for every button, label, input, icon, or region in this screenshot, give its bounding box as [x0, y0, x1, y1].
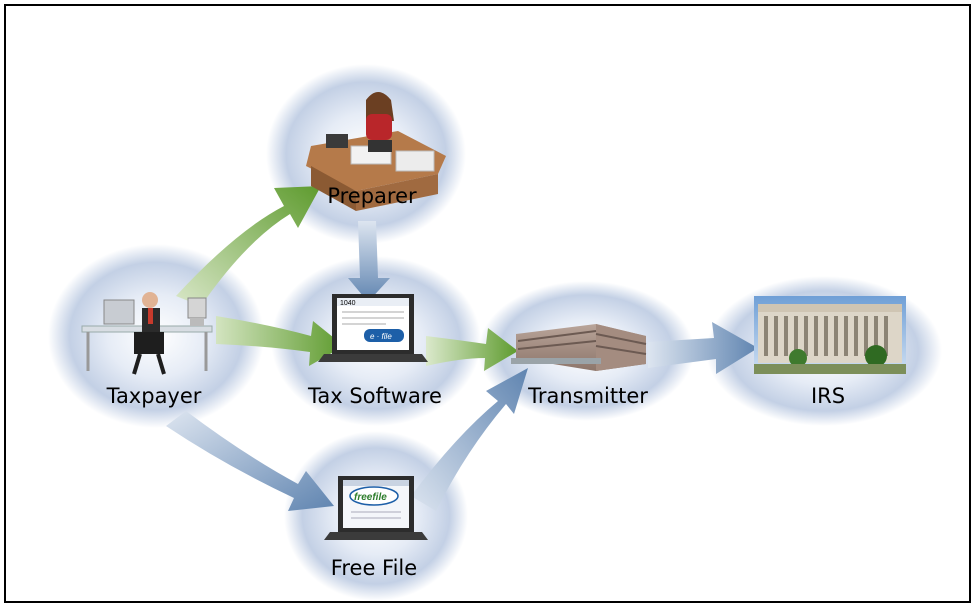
diagram-frame: 1040 e · file: [4, 4, 971, 603]
node-label-preparer: Preparer: [327, 184, 417, 208]
svg-text:freefile: freefile: [354, 492, 387, 503]
svg-text:e · file: e · file: [370, 332, 392, 341]
free-file-laptop: freefile: [324, 476, 428, 540]
node-label-tax-software: Tax Software: [308, 384, 442, 408]
arrow-taxpayer-to-tax-software: [216, 316, 344, 366]
flow-arrows: [166, 186, 758, 511]
arrow-taxpayer-to-preparer: [176, 186, 321, 306]
preparer-illustration: [306, 92, 446, 211]
arrow-taxpayer-to-free-file: [166, 411, 334, 511]
node-label-free-file: Free File: [330, 556, 418, 580]
svg-text:1040: 1040: [340, 300, 356, 307]
transmitter-building: [511, 324, 647, 371]
computer-monitor-icon: [103, 299, 135, 325]
taxpayer-illustration: [81, 292, 213, 375]
node-label-transmitter: Transmitter: [528, 384, 648, 408]
node-label-irs: IRS: [810, 384, 846, 408]
arrow-tax-software-to-transmitter: [426, 328, 518, 371]
flow-diagram: 1040 e · file: [48, 64, 942, 601]
tax-software-laptop: 1040 e · file: [318, 294, 428, 362]
arrow-preparer-to-tax-software: [348, 221, 390, 302]
irs-building: [754, 296, 906, 374]
e-file-badge: [364, 329, 404, 342]
node-label-taxpayer: Taxpayer: [106, 384, 202, 408]
arrow-free-file-to-transmitter: [411, 368, 528, 511]
arrow-transmitter-to-irs: [648, 322, 758, 374]
